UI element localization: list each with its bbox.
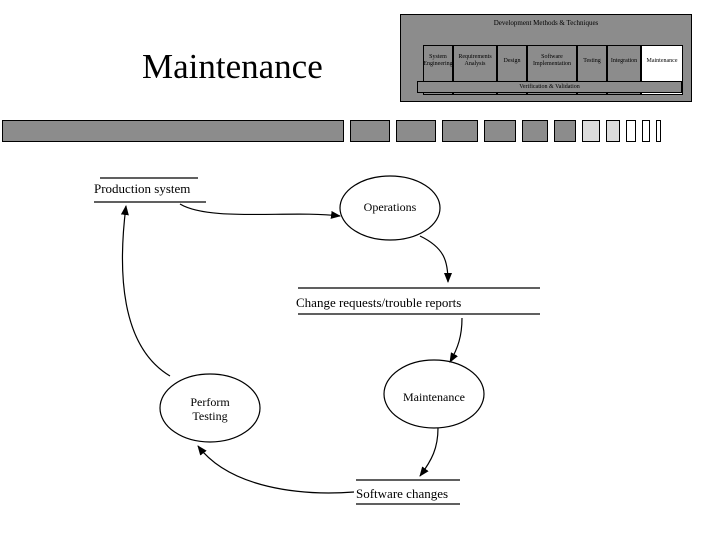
progress-segment — [396, 120, 436, 142]
store-production-label: Production system — [94, 181, 191, 196]
process-testing-label-line1: Perform — [190, 395, 230, 409]
progress-segment — [2, 120, 344, 142]
progress-segment — [554, 120, 576, 142]
progress-segment — [484, 120, 516, 142]
process-testing-ellipse — [159, 373, 261, 443]
phase-panel-footer: Verification & Validation — [417, 81, 682, 93]
page-title: Maintenance — [142, 47, 323, 86]
process-maintenance-label: Maintenance — [403, 390, 465, 404]
flow-testing-to-production — [120, 205, 171, 377]
progress-segment — [522, 120, 548, 142]
flow-software-changes-to-testing — [197, 445, 355, 494]
progress-segment — [642, 120, 650, 142]
progress-segment — [442, 120, 478, 142]
progress-segment — [606, 120, 620, 142]
flow-maintenance-to-software-changes — [419, 427, 439, 477]
progress-segment — [626, 120, 636, 142]
store-software-changes-label: Software changes — [356, 486, 449, 501]
flow-production-to-operations — [179, 203, 341, 219]
flow-change-requests-to-maintenance — [449, 317, 463, 363]
process-operations-label: Operations — [363, 200, 417, 214]
process-maintenance-ellipse — [383, 359, 485, 429]
progress-segment — [656, 120, 661, 142]
flow-operations-to-change-requests — [419, 235, 452, 283]
process-testing-label: Perform Testing — [160, 395, 260, 423]
store-change-requests-label: Change requests/trouble reports — [296, 295, 462, 310]
phase-panel-header: Development Methods & Techniques — [493, 19, 599, 27]
process-testing-label-line2: Testing — [192, 409, 228, 423]
progress-segment — [350, 120, 390, 142]
phase-panel: Development Methods & Techniques System … — [400, 14, 692, 102]
progress-segment — [582, 120, 600, 142]
process-operations-ellipse — [339, 175, 441, 241]
